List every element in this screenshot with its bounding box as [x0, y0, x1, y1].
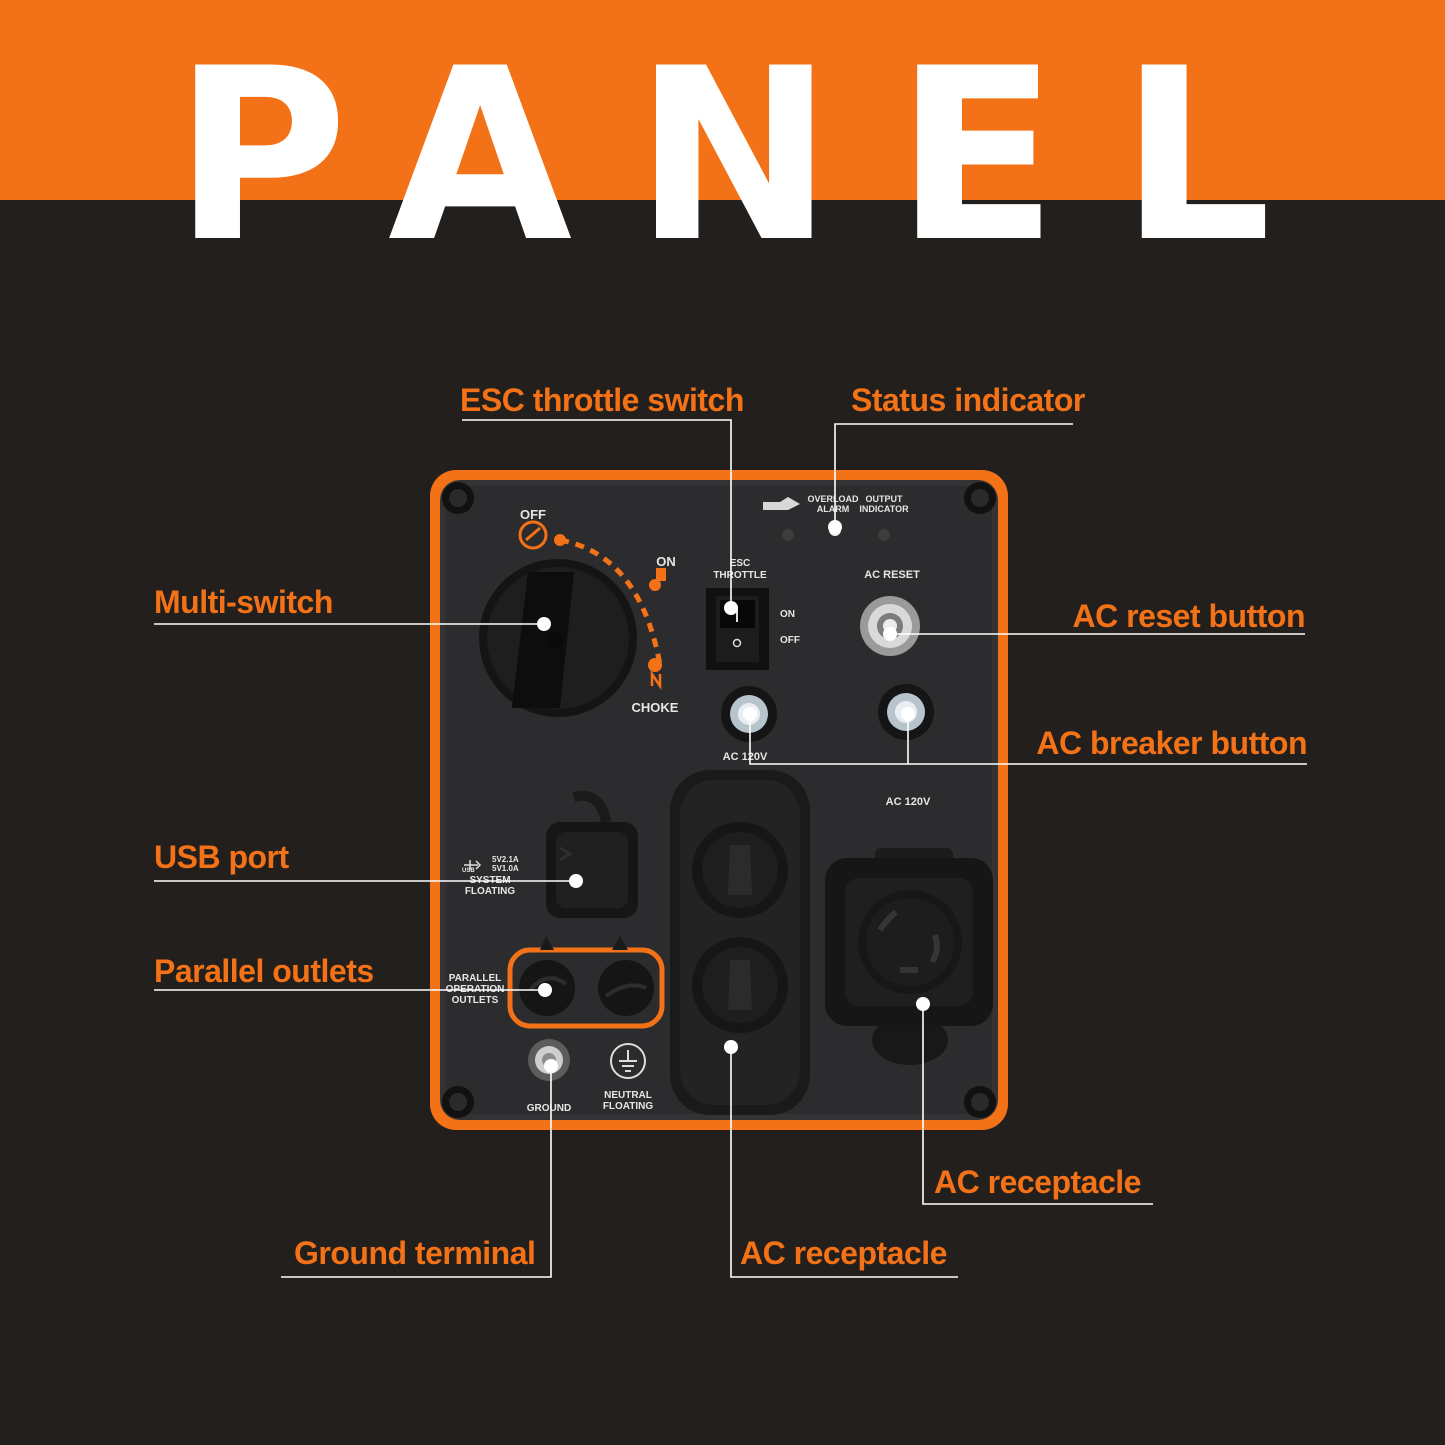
- oil-warning-light: [782, 529, 794, 541]
- neutral-label: NEUTRAL: [604, 1090, 652, 1101]
- ac-120v-left-label: AC 120V: [723, 751, 768, 763]
- title-banner: [0, 0, 1445, 200]
- neutral-floating: NEUTRAL FLOATING: [603, 1043, 654, 1112]
- ac-receptacle-duplex[interactable]: [670, 770, 810, 1115]
- indicator-label: INDICATOR: [859, 504, 909, 514]
- esc-label: ESC: [730, 558, 751, 569]
- callout-ac-breaker-button: AC breaker button: [1036, 725, 1307, 761]
- alarm-label: ALARM: [817, 504, 850, 514]
- leader-lines: [154, 419, 1307, 1278]
- twist-lock-leader: [922, 1004, 1153, 1205]
- oil-can-icon: [763, 497, 800, 510]
- overload-label: OVERLOAD: [807, 494, 859, 504]
- ground-label: GROUND: [527, 1103, 571, 1114]
- switch-on-label: ON: [780, 609, 795, 620]
- callout-ac-receptacle-duplex: AC receptacle: [740, 1235, 947, 1271]
- usb-label: USB: [462, 868, 475, 874]
- ground-symbol-icon: [610, 1043, 646, 1079]
- callout-multi-switch: Multi-switch: [154, 584, 333, 620]
- choke-icon: [650, 669, 662, 691]
- leader-dots: [537, 520, 930, 1073]
- multi-switch-knob[interactable]: [479, 559, 637, 717]
- floating-label: FLOATING: [465, 886, 516, 897]
- ac-breaker-leader: [749, 714, 1307, 765]
- neutral-floating-label: FLOATING: [603, 1101, 654, 1112]
- esc-throttle-switch[interactable]: ESC THROTTLE ON OFF: [706, 558, 800, 670]
- callout-ground-terminal: Ground terminal: [294, 1235, 536, 1271]
- output-indicator-light: [878, 529, 890, 541]
- fuel-pump-icon: [656, 568, 666, 581]
- usb-rating-2: 5V1.0A: [492, 864, 519, 873]
- ground-leader: [281, 1066, 552, 1278]
- callout-ac-reset-button: AC reset button: [1072, 598, 1306, 634]
- outlets-label: OUTLETS: [452, 995, 499, 1006]
- callout-ac-receptacle-twist: AC receptacle: [934, 1164, 1141, 1200]
- status-leader: [834, 423, 1073, 527]
- ac-120v-right-label: AC 120V: [886, 796, 931, 808]
- ac-receptacle-twist-lock[interactable]: [825, 848, 993, 1065]
- off-label: OFF: [520, 507, 546, 522]
- on-label: ON: [656, 554, 676, 569]
- ac-reset-label: AC RESET: [864, 569, 920, 581]
- page-title: PANEL: [173, 18, 1334, 295]
- usb-port[interactable]: [546, 790, 638, 918]
- fuel-off-icon: [518, 520, 548, 550]
- callout-parallel-outlets: Parallel outlets: [154, 953, 374, 989]
- callout-usb-port: USB port: [154, 839, 289, 875]
- multi-switch-scale: OFF ON CHOKE: [518, 507, 679, 715]
- callout-status-indicator: Status indicator: [851, 382, 1085, 418]
- switch-off-label: OFF: [780, 635, 800, 646]
- choke-label: CHOKE: [632, 700, 679, 715]
- duplex-leader: [730, 1047, 958, 1278]
- callout-esc-throttle-switch: ESC throttle switch: [460, 382, 744, 418]
- output-label: OUTPUT: [866, 494, 904, 504]
- throttle-label: THROTTLE: [713, 570, 767, 581]
- usb-icon: [464, 860, 482, 870]
- usb-rating-1: 5V2.1A: [492, 855, 519, 864]
- esc-leader: [462, 419, 732, 608]
- parallel-label: PARALLEL: [449, 973, 502, 984]
